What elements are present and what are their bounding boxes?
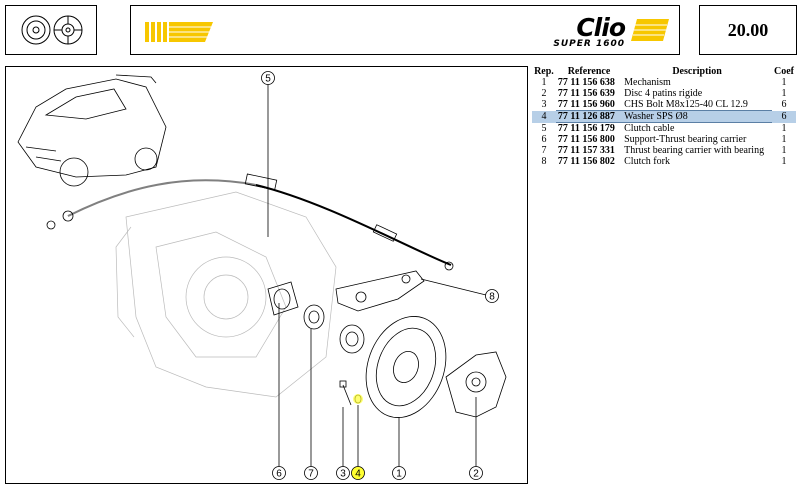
exploded-diagram: 5 8 6 7 3 4 1 xyxy=(5,66,528,484)
brand-subtitle: SUPER 1600 xyxy=(553,39,625,49)
table-row[interactable]: 2 77 11 156 639 Disc 4 patins rigide 1 xyxy=(541,88,787,99)
callout-2[interactable]: 2 xyxy=(469,466,483,480)
callout-1[interactable]: 1 xyxy=(392,466,406,480)
svg-text:8: 8 xyxy=(489,292,495,303)
svg-text:1: 1 xyxy=(396,469,402,480)
svg-text:2: 2 xyxy=(473,469,479,480)
table-row[interactable]: 8 77 11 156 802 Clutch fork 1 xyxy=(541,156,787,167)
table-row[interactable]: 3 77 11 156 960 CHS Bolt M8x125-40 CL 12… xyxy=(541,99,787,111)
section-code-box: 20.00 xyxy=(699,5,797,55)
table-row[interactable]: 5 77 11 156 179 Clutch cable 1 xyxy=(541,122,787,134)
clutch-assembly-drawing: 5 8 6 7 3 4 1 xyxy=(17,71,507,480)
brand-logo: Clio xyxy=(576,13,626,42)
callout-7[interactable]: 7 xyxy=(304,466,318,480)
table-row-selected[interactable]: 4 77 11 126 887 Washer SPS Ø8 6 xyxy=(532,110,796,123)
header-reference: Reference xyxy=(567,66,611,77)
section-code: 20.00 xyxy=(727,19,769,40)
callout-4[interactable]: 4 xyxy=(351,466,365,480)
svg-text:5: 5 xyxy=(265,74,271,85)
table-header-row: Rep. Reference Description Coef xyxy=(532,66,796,77)
callout-5[interactable]: 5 xyxy=(261,71,275,85)
svg-text:4: 4 xyxy=(355,469,361,480)
svg-text:6: 6 xyxy=(276,469,282,480)
callout-6[interactable]: 6 xyxy=(272,466,286,480)
title-banner: Clio SUPER 1600 xyxy=(130,5,680,55)
header-coef: Coef xyxy=(774,66,794,77)
section-icon-box xyxy=(5,5,97,55)
header-description: Description xyxy=(672,66,722,77)
header-rep: Rep. xyxy=(534,66,554,77)
svg-text:7: 7 xyxy=(308,469,314,480)
washer-highlight xyxy=(353,394,363,404)
callout-3[interactable]: 3 xyxy=(336,466,350,480)
parts-table: Rep. Reference Description Coef 1 77 11 … xyxy=(532,66,796,167)
clutch-disc-icon xyxy=(21,15,83,45)
callout-8[interactable]: 8 xyxy=(485,289,499,303)
car-sketch-icon xyxy=(17,74,167,187)
stripes-logo xyxy=(145,22,213,42)
table-row[interactable]: 6 77 11 156 800 Support-Thrust bearing c… xyxy=(541,134,787,145)
brand-stripe-icon xyxy=(631,19,669,41)
svg-text:3: 3 xyxy=(340,469,346,480)
table-row[interactable]: 1 77 11 156 638 Mechanism 1 xyxy=(541,77,787,88)
table-row[interactable]: 7 77 11 157 331 Thrust bearing carrier w… xyxy=(541,145,787,156)
